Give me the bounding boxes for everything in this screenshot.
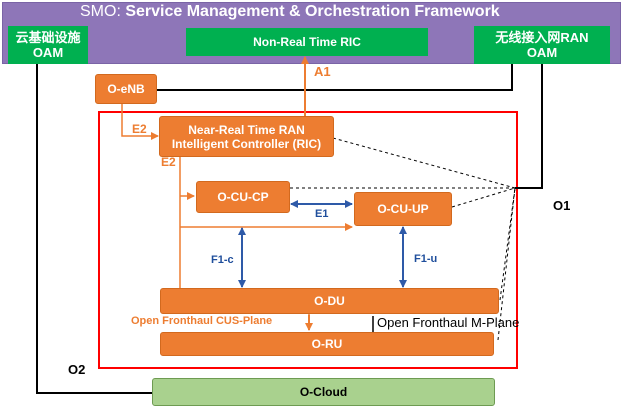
smo-title: SMO: Service Management & Orchestration …: [80, 3, 500, 21]
smo-title-text: Service Management & Orchestration Frame…: [125, 3, 500, 20]
ocu-up-box: O-CU-UP: [354, 192, 452, 226]
o2-line: [36, 64, 152, 394]
o1-dash-cuup: [451, 187, 516, 208]
o1-dash-odu: [499, 187, 516, 301]
near-rt-ric-box: Near-Real Time RAN Intelligent Controlle…: [159, 116, 334, 157]
ocloud-box: O-Cloud: [152, 378, 495, 406]
smo-prefix: SMO:: [80, 3, 121, 20]
e2-top-label: E2: [132, 122, 147, 136]
oenb-box: O-eNB: [95, 74, 157, 104]
odu-box: O-DU: [160, 288, 499, 314]
e1-label: E1: [315, 208, 329, 220]
f1u-label: F1-u: [414, 253, 438, 265]
o1-dash-ric: [332, 137, 516, 189]
o1-label: O1: [553, 198, 571, 213]
non-rt-ric-box: Non-Real Time RIC: [186, 28, 428, 56]
oenb-to-ran-oam-line: [156, 64, 513, 91]
ran-oam-box: 无线接入网RAN OAM: [474, 26, 610, 64]
oru-box: O-RU: [160, 332, 494, 356]
mplane-dash-oru: [497, 187, 516, 341]
a1-label: A1: [314, 64, 331, 79]
o1-line-oam: [515, 64, 543, 189]
e2-left-label: E2: [161, 155, 176, 169]
m-plane-label: Open Fronthaul M-Plane: [377, 315, 520, 330]
red-frame: [98, 111, 518, 369]
e2-oenb-arrow: [121, 104, 159, 140]
f1c-label: F1-c: [211, 254, 234, 266]
ocu-cp-box: O-CU-CP: [196, 181, 290, 213]
cus-plane-label: Open Fronthaul CUS-Plane: [131, 315, 273, 327]
cloud-oam-box: 云基础设施 OAM: [8, 26, 88, 64]
o2-label: O2: [68, 362, 86, 377]
